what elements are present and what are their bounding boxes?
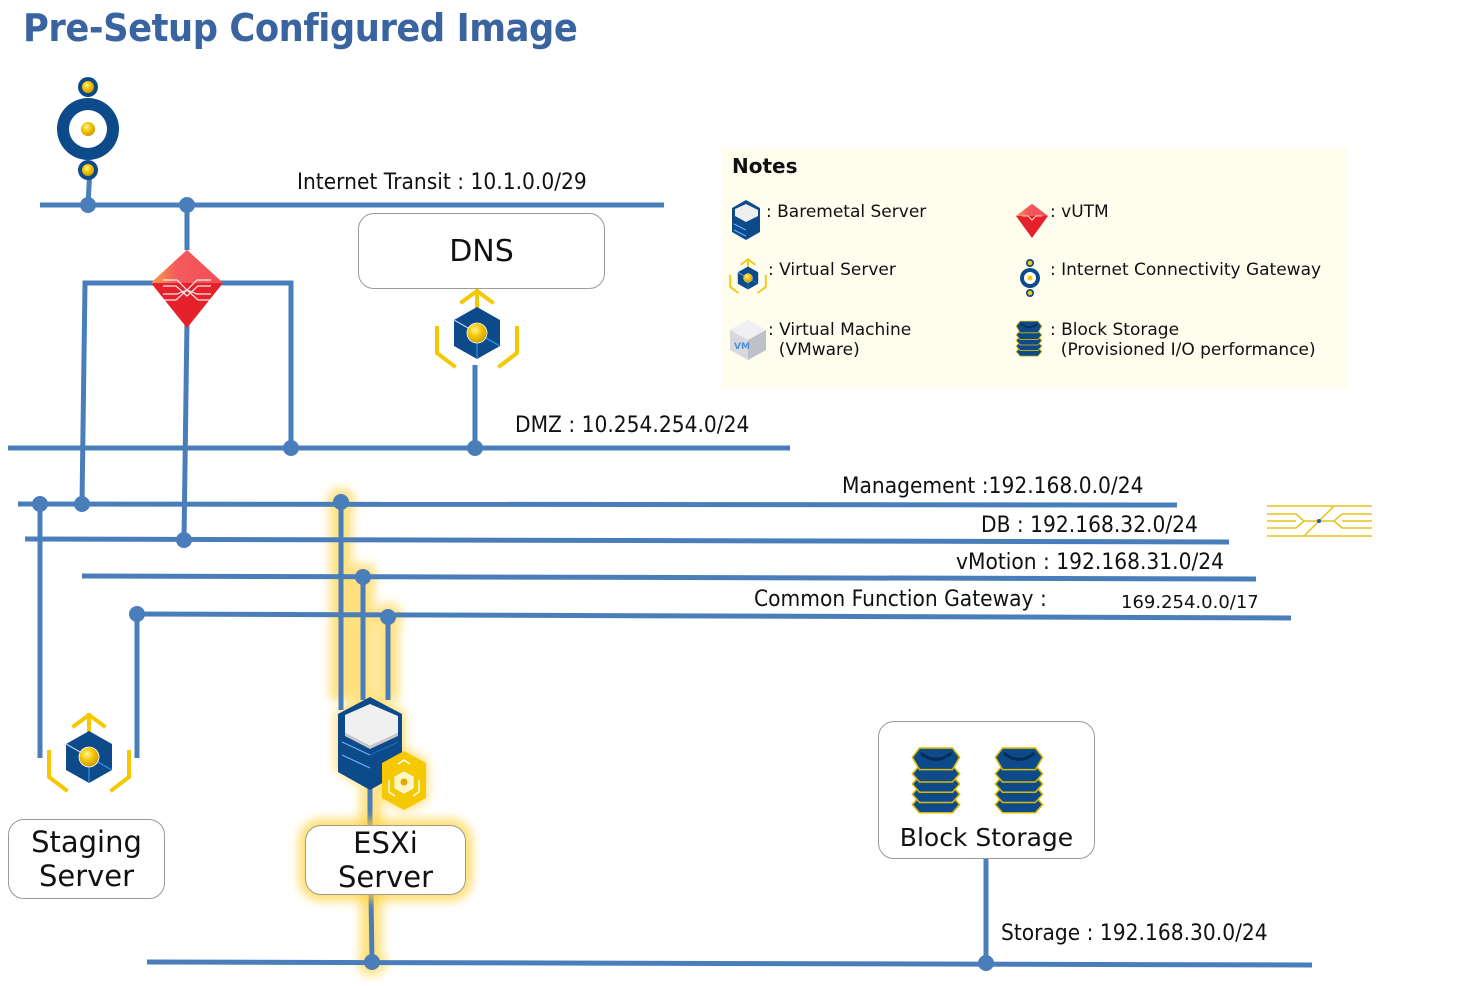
legend-item-vutm: : vUTM: [1014, 200, 1109, 240]
db-line: [24, 536, 1230, 545]
legend-item-virtual-server: : Virtual Server: [728, 258, 896, 298]
vmotion-label: vMotion : 192.168.31.0/24: [956, 550, 1225, 575]
legend-item-internet-connectivity-gateway: : Internet Connectivity Gateway: [1014, 258, 1321, 298]
legend-item-virtual-machine: VM : Virtual Machine (VMware): [728, 318, 911, 362]
legend-label: : Virtual Machine (VMware): [768, 320, 912, 360]
legend-label: : Internet Connectivity Gateway: [1050, 260, 1322, 280]
esxi-server-label-line1: ESXi: [353, 826, 418, 860]
esxi-server-node[interactable]: ESXi Server: [305, 825, 466, 895]
storage-label: Storage : 192.168.30.0/24: [1001, 921, 1268, 946]
dmz-label: DMZ : 10.254.254.0/24: [515, 413, 750, 438]
dns-virtual-server-icon: [435, 289, 519, 368]
virtual-server-icon: [729, 258, 767, 294]
staging-virtual-server-icon: [47, 713, 131, 792]
esxi-vm-icon: [382, 751, 426, 810]
common-function-gateway-line: [136, 611, 1292, 621]
vutm-icon: [1016, 204, 1048, 238]
baremetal-server-icon: [732, 200, 760, 240]
virtual-machine-icon: VM: [730, 320, 766, 360]
legend-label: : Virtual Server: [768, 260, 896, 280]
db-label: DB : 192.168.32.0/24: [981, 513, 1198, 538]
page-title: Pre-Setup Configured Image: [23, 6, 578, 50]
notes-legend: Notes : Baremetal Server : vUTM : Virtua…: [722, 148, 1348, 388]
block-storage-label: Block Storage: [899, 823, 1074, 852]
legend-item-baremetal-server: : Baremetal Server: [730, 200, 926, 240]
legend-item-block-storage: : Block Storage (Provisioned I/O perform…: [1014, 318, 1316, 362]
legend-label: : Block Storage (Provisioned I/O perform…: [1050, 320, 1316, 360]
legend-label: : Baremetal Server: [766, 202, 927, 222]
dns-label: DNS: [449, 233, 514, 269]
management-label: Management :192.168.0.0/24: [842, 474, 1144, 499]
common-function-gateway-cidr: 169.254.0.0/17: [1121, 592, 1259, 613]
management-line: [17, 501, 1178, 508]
network-switch-icon: [1267, 505, 1372, 537]
dns-node[interactable]: DNS: [358, 213, 605, 289]
staging-server-label-line1: Staging: [31, 825, 142, 859]
common-function-gateway-label: Common Function Gateway :: [754, 587, 1047, 612]
block-storage-icon: [1015, 320, 1043, 357]
internet-connectivity-gateway-icon: [57, 77, 119, 180]
internet-transit-label: Internet Transit : 10.1.0.0/29: [297, 170, 587, 195]
notes-title: Notes: [732, 154, 798, 178]
vmotion-line: [81, 573, 1257, 582]
block-storage-node[interactable]: Block Storage: [878, 721, 1095, 859]
staging-server-label-line2: Server: [38, 859, 135, 893]
storage-line: [146, 959, 1313, 968]
staging-server-node[interactable]: Staging Server: [8, 819, 165, 899]
vutm-icon: [151, 250, 223, 328]
legend-label: : vUTM: [1050, 202, 1109, 222]
internet-connectivity-gateway-icon: [1020, 259, 1040, 297]
svg-text:VM: VM: [734, 342, 750, 352]
esxi-server-label-line2: Server: [337, 860, 434, 894]
